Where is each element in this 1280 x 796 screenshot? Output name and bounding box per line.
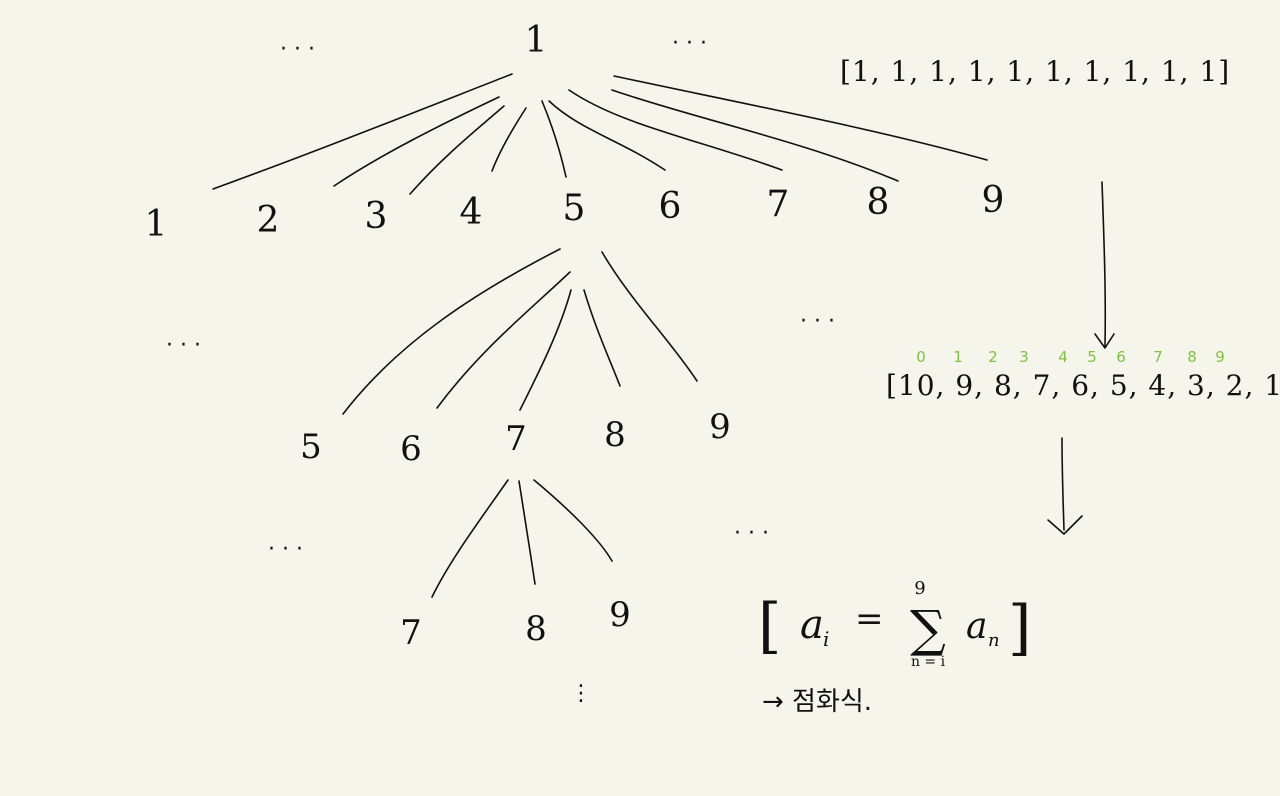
recurrence-formula: [ a i = 9 ∑ n = i a n ]: [758, 578, 1031, 670]
ellipsis-mark: · · ·: [734, 521, 769, 546]
formula-bracket-open: [: [758, 591, 781, 661]
tree-level1: 1 2 3 4 5 6 7 8 9: [145, 180, 1005, 245]
ellipses: · · · · · · · · · · · · · · · · · · ⋮: [166, 31, 835, 706]
index-label: 3: [1019, 348, 1029, 366]
tree-node: 8: [604, 415, 626, 455]
ellipsis-mark: · · ·: [672, 31, 707, 56]
tree-root-node: 1: [525, 20, 548, 61]
ellipsis-mark: · · ·: [166, 333, 201, 358]
tree-node: 7: [505, 419, 527, 459]
formula-sum-upper: 9: [914, 578, 925, 599]
tree-node: 7: [767, 184, 790, 225]
result-array: [10, 9, 8, 7, 6, 5, 4, 3, 2, 1]: [886, 369, 1280, 402]
index-label: 2: [988, 348, 998, 366]
array-index-labels: 0 1 2 3 4 5 6 7 8 9: [916, 348, 1225, 366]
formula-lhs-sub: i: [823, 627, 829, 651]
tree-node: 9: [609, 595, 631, 635]
index-label: 5: [1087, 348, 1097, 366]
index-label: 9: [1215, 348, 1225, 366]
tree-node: 5: [563, 188, 586, 229]
tree-node: 8: [525, 609, 547, 649]
formula-term-sub: n: [988, 630, 1000, 651]
tree-node: 9: [982, 180, 1005, 221]
index-label: 0: [916, 348, 926, 366]
node5-edges: [342, 248, 698, 415]
down-arrow-icon: [1047, 437, 1083, 535]
formula-term: a: [966, 606, 987, 647]
tree-level3: 7 8 9: [400, 595, 631, 653]
root-edges: [212, 73, 988, 195]
tree-node: 1: [145, 204, 168, 245]
formula-bracket-close: ]: [1008, 593, 1031, 663]
index-label: 1: [953, 348, 963, 366]
index-label: 7: [1153, 348, 1163, 366]
formula-sum-lower: n = i: [911, 654, 946, 670]
tree-node: 3: [365, 196, 388, 237]
formula-lhs: a: [800, 602, 824, 648]
initial-array: [1, 1, 1, 1, 1, 1, 1, 1, 1, 1]: [840, 55, 1230, 88]
tree-node: 4: [460, 192, 483, 233]
tree-node: 7: [400, 613, 422, 653]
formula-caption: → 점화식.: [762, 687, 872, 717]
ellipsis-vertical: ⋮: [570, 681, 592, 706]
tree-node: 6: [659, 186, 682, 227]
tree-node: 6: [400, 429, 422, 469]
tree-node: 5: [300, 427, 322, 467]
index-label: 6: [1116, 348, 1126, 366]
tree-node: 2: [257, 200, 280, 241]
tree-level2: 5 6 7 8 9: [300, 407, 731, 469]
formula-equals: =: [855, 599, 884, 639]
down-arrow-icon: [1094, 181, 1115, 349]
index-label: 8: [1187, 348, 1197, 366]
formula-sigma: ∑: [910, 600, 946, 658]
ellipsis-mark: · · ·: [800, 309, 835, 334]
index-label: 4: [1058, 348, 1068, 366]
tree-node: 9: [709, 407, 731, 447]
tree-node: 8: [867, 182, 890, 223]
ellipsis-mark: · · ·: [280, 37, 315, 62]
node7-edges: [431, 479, 613, 598]
ellipsis-mark: · · ·: [268, 537, 303, 562]
